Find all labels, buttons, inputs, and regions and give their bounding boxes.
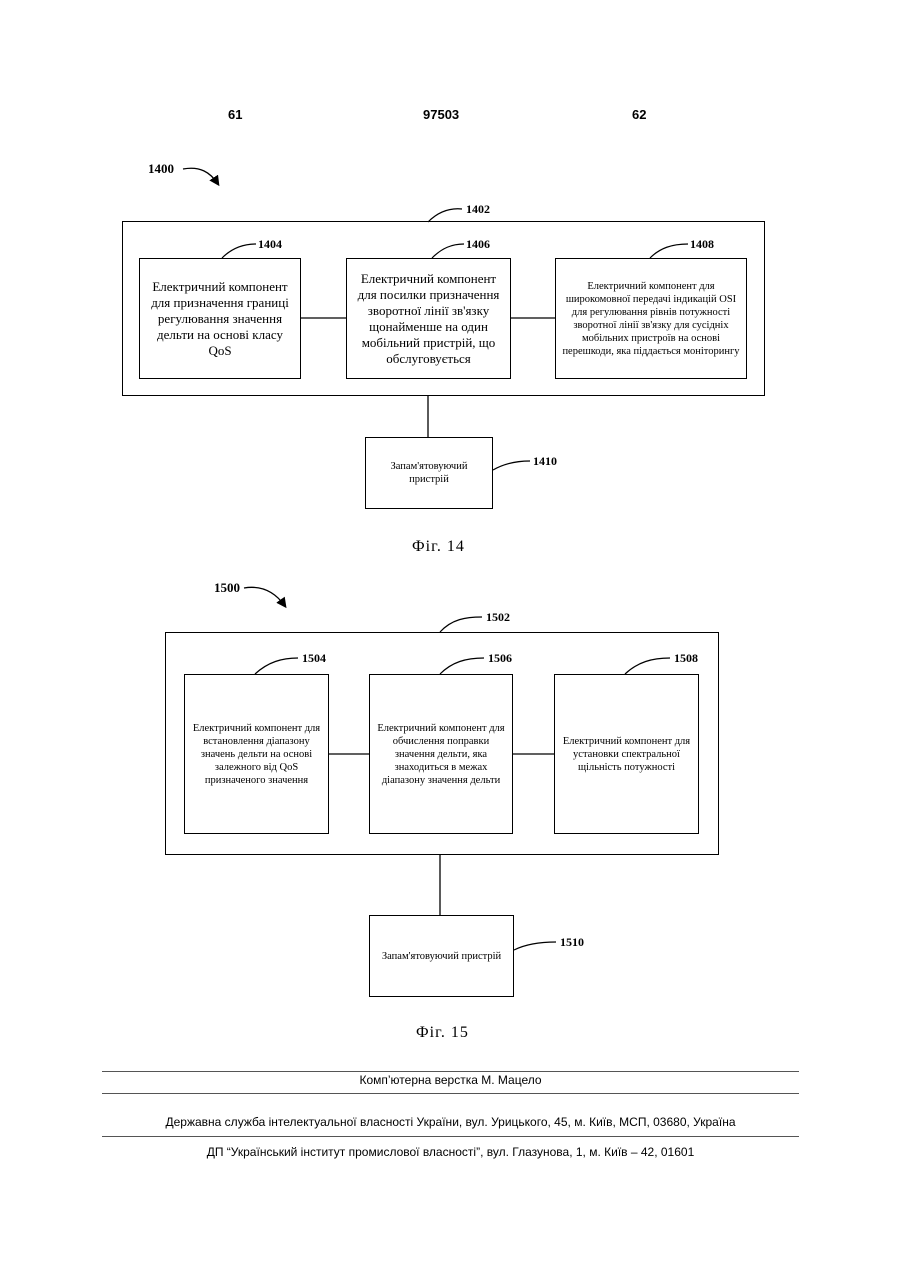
arrow-1500: [244, 587, 285, 606]
footer-rule-3: [102, 1136, 799, 1137]
fig15-caption: Фіг. 15: [416, 1024, 469, 1042]
footer-rule-1: [102, 1071, 799, 1072]
ref-1404: 1404: [258, 237, 282, 252]
ref-1400: 1400: [148, 161, 174, 177]
fig14-memory: Запам'ятовуючий пристрій: [365, 437, 493, 509]
ref-1506: 1506: [488, 651, 512, 666]
leader-1410: [493, 461, 530, 470]
leader-1510: [514, 942, 556, 950]
fig14-block-reverse-link-text: Електричний компонент для посилки призна…: [351, 271, 506, 367]
fig14-block-reverse-link: Електричний компонент для посилки призна…: [346, 258, 511, 379]
fig15-memory-text: Запам'ятовуючий пристрій: [382, 950, 501, 963]
fig15-block-delta-range-text: Електричний компонент для встановлення д…: [189, 722, 324, 787]
fig14-block-qos-bounds-text: Електричний компонент для призначення гр…: [144, 279, 296, 359]
fig15-memory: Запам'ятовуючий пристрій: [369, 915, 514, 997]
ref-1502: 1502: [486, 610, 510, 625]
fig14-block-osi-broadcast-text: Електричний компонент для широкомовної п…: [561, 280, 741, 358]
arrow-1400: [183, 168, 218, 184]
ref-1508: 1508: [674, 651, 698, 666]
fig15-block-psd: Електричний компонент для установки спек…: [554, 674, 699, 834]
fig14-caption: Фіг. 14: [412, 538, 465, 556]
fig14-memory-text: Запам'ятовуючий пристрій: [372, 460, 486, 486]
footer-layout-credit: Комп’ютерна верстка М. Мацело: [0, 1073, 901, 1087]
ref-1410: 1410: [533, 454, 557, 469]
footer-agency: Державна служба інтелектуальної власност…: [0, 1115, 901, 1129]
ref-1500: 1500: [214, 580, 240, 596]
ref-1406: 1406: [466, 237, 490, 252]
fig15-block-delta-range: Електричний компонент для встановлення д…: [184, 674, 329, 834]
fig15-block-delta-correction: Електричний компонент для обчислення поп…: [369, 674, 513, 834]
fig14-block-qos-bounds: Електричний компонент для призначення гр…: [139, 258, 301, 379]
ref-1402: 1402: [466, 202, 490, 217]
fig15-block-delta-correction-text: Електричний компонент для обчислення поп…: [373, 722, 509, 787]
ref-1408: 1408: [690, 237, 714, 252]
ref-1504: 1504: [302, 651, 326, 666]
ref-1510: 1510: [560, 935, 584, 950]
fig15-block-psd-text: Електричний компонент для установки спек…: [559, 735, 694, 774]
footer-rule-2: [102, 1093, 799, 1094]
footer-institute: ДП “Український інститут промислової вла…: [0, 1145, 901, 1159]
fig14-block-osi-broadcast: Електричний компонент для широкомовної п…: [555, 258, 747, 379]
leader-1502: [440, 617, 482, 632]
